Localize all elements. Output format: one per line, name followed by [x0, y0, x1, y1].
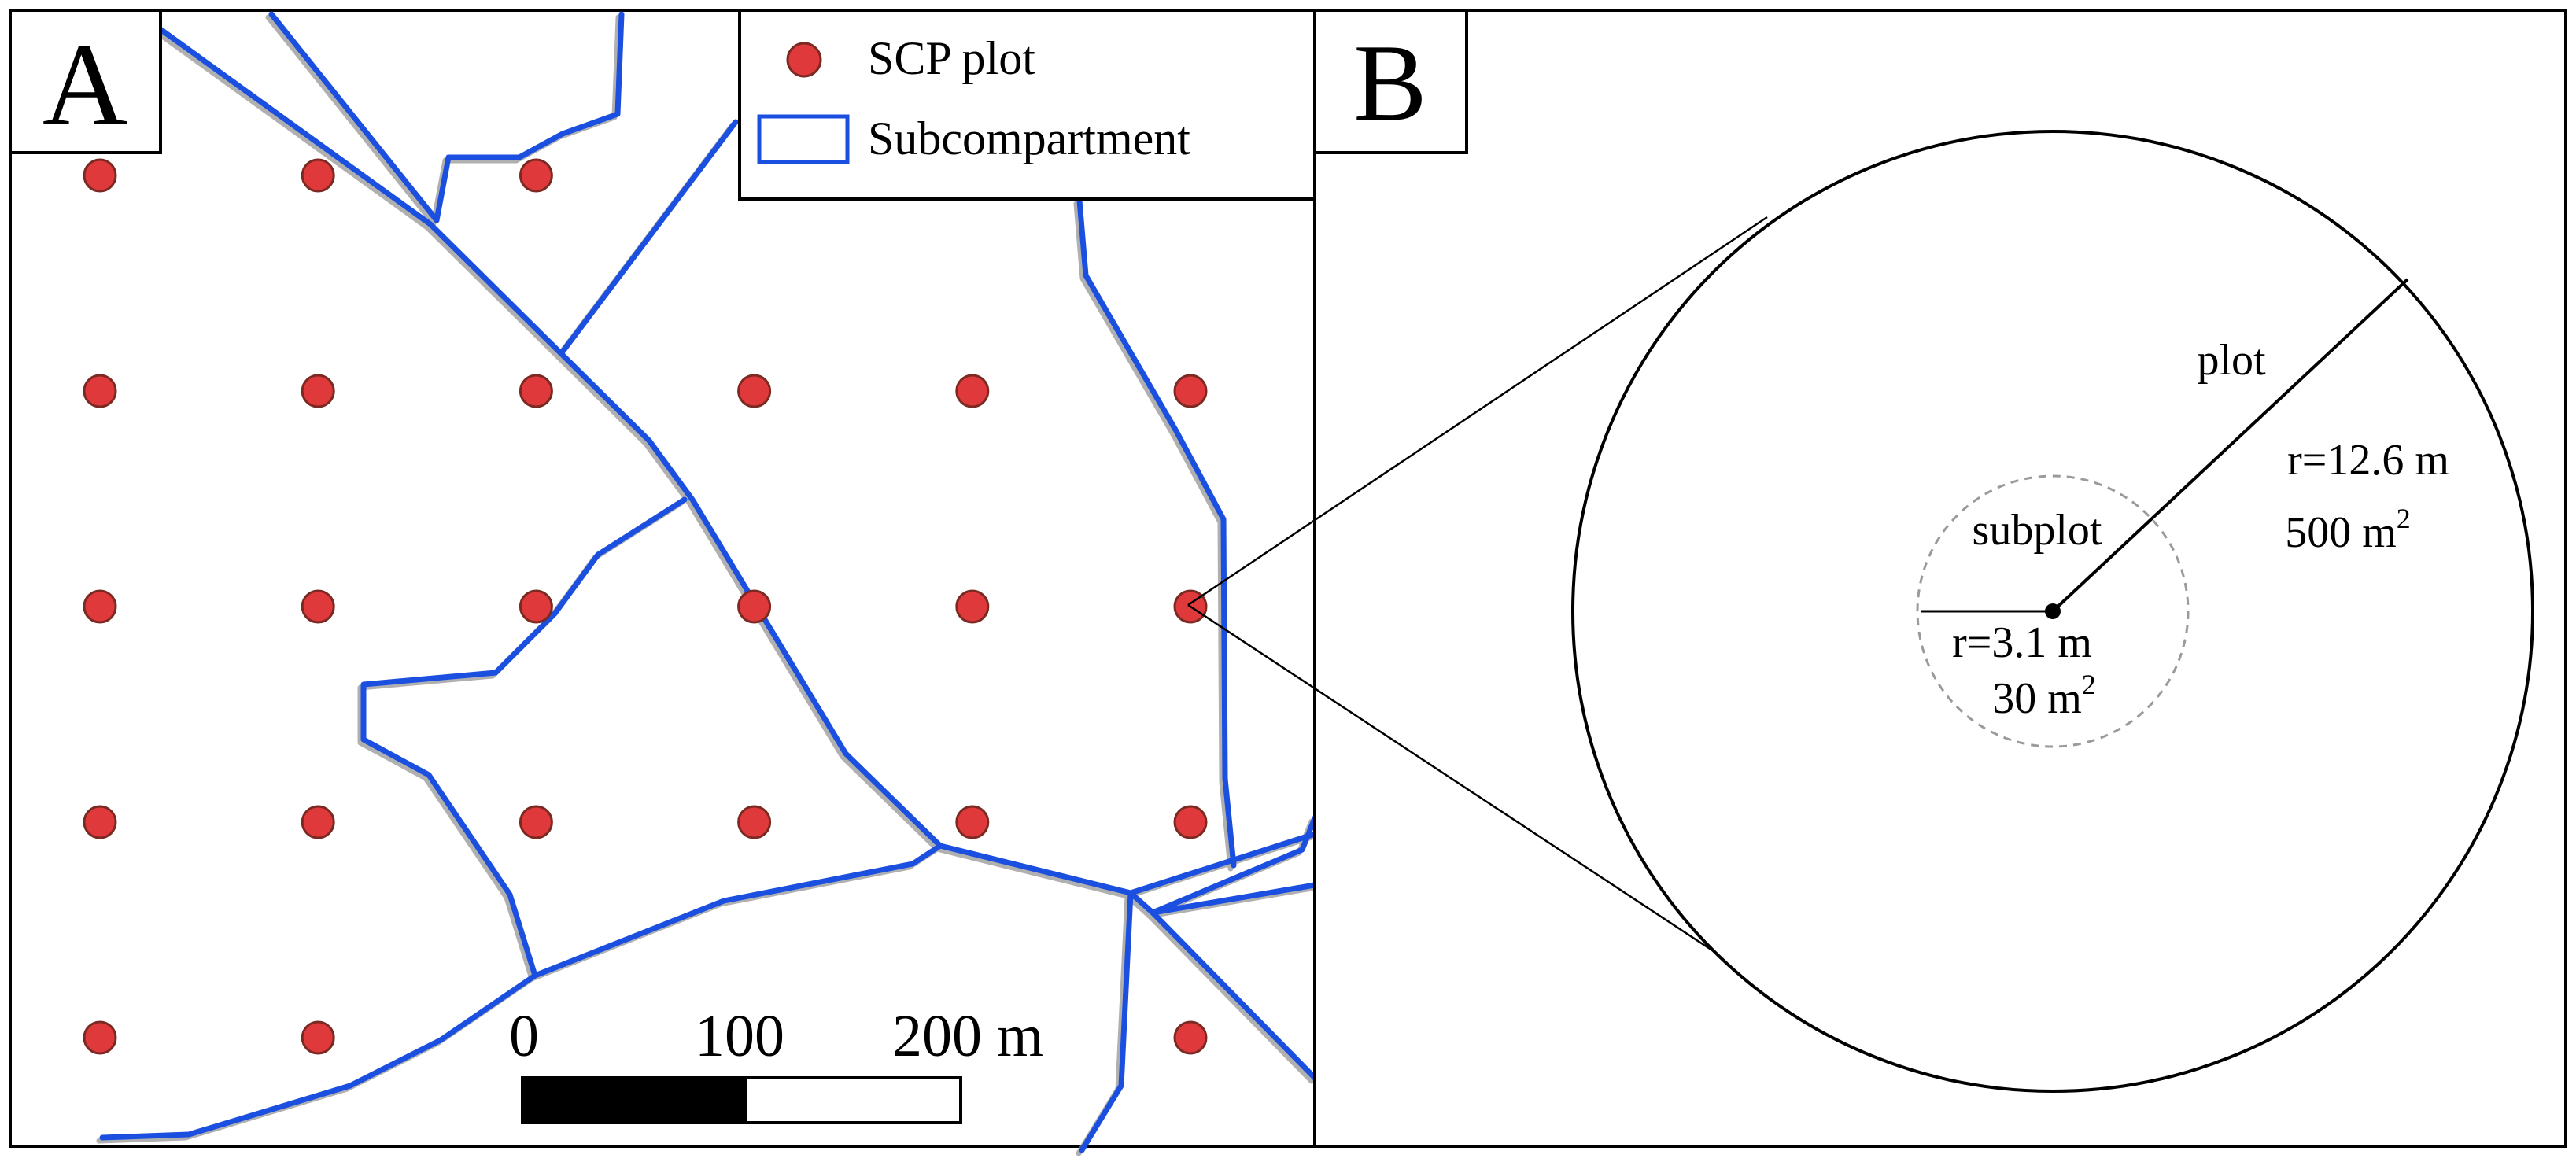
subcompartment-boundary [1076, 197, 1237, 869]
subcompartment-boundary [99, 843, 943, 1141]
scp-plot-marker [301, 589, 335, 624]
panel-a-label: A [42, 20, 127, 150]
scp-plot-marker [83, 158, 117, 193]
subcompartment-boundary [1079, 890, 1134, 1153]
legend-subcompartment-swatch [757, 114, 850, 164]
subcompartment-boundary [559, 119, 739, 355]
plot-radius-line [2051, 278, 2409, 613]
panel-b-label-frame [1313, 9, 1468, 154]
subcompartment-boundary [1150, 882, 1318, 916]
scp-plot-marker [83, 374, 117, 408]
subcompartment-boundaries [96, 11, 1318, 1156]
scp-plot-grid [83, 158, 1208, 1055]
zoom-line-upper [1187, 216, 1768, 607]
plot-name-label: plot [2197, 336, 2266, 385]
scp-plot-marker [301, 805, 335, 839]
scale-bar-white-segment [744, 1076, 962, 1124]
scp-plot-marker [301, 158, 335, 193]
scp-plot-marker [737, 374, 772, 408]
scp-plot-marker [1173, 805, 1208, 839]
legend-subcompartment-label: Subcompartment [868, 113, 1190, 164]
subcompartment-boundary-shadow [1073, 201, 1234, 872]
scp-plot-marker [83, 805, 117, 839]
subplot-name-label: subplot [1973, 506, 2102, 555]
scale-bar-black-segment [521, 1076, 747, 1124]
scale-tick-200: 200 m [892, 1003, 1043, 1069]
scp-plot-marker [519, 589, 553, 624]
scp-plot-marker [955, 589, 990, 624]
subplot-radius-label: r=3.1 m [1952, 618, 2092, 667]
scp-plot-marker [1173, 1020, 1208, 1055]
subplot-circle [1916, 474, 2190, 748]
scale-tick-0: 0 [509, 1003, 539, 1069]
scp-plot-marker [737, 805, 772, 839]
subcompartment-boundary [158, 27, 1318, 896]
subcompartment-boundary-shadow [155, 30, 1315, 899]
scp-plot-marker [955, 374, 990, 408]
subcompartment-boundary [1150, 815, 1318, 916]
scale-bar: 0 100 200 m [509, 1003, 1043, 1124]
legend-plot-marker [786, 42, 822, 78]
legend-plot-label: SCP plot [868, 32, 1035, 84]
scp-plot-marker [83, 589, 117, 624]
scp-plot-marker [301, 374, 335, 408]
subcompartment-boundary [434, 11, 625, 223]
subcompartment-boundary [268, 11, 440, 223]
scp-plot-marker [83, 1020, 117, 1055]
panel-a: 0 100 200 m SCP plot Subcompartment A [9, 9, 1318, 1156]
scp-plot-marker [1173, 374, 1208, 408]
legend: SCP plot Subcompartment [738, 9, 1316, 201]
subcompartment-boundary [360, 496, 688, 979]
panel-a-label-frame [9, 9, 162, 154]
subplot-area-label: 30 m2 [1992, 669, 2096, 723]
scale-tick-100: 100 [695, 1003, 784, 1069]
scp-plot-marker [519, 805, 553, 839]
panel-a-label-box: A [9, 9, 162, 154]
scp-plot-marker [519, 374, 553, 408]
zoom-line-lower [1187, 603, 1768, 988]
plot-center-point [2045, 603, 2061, 619]
scp-plot-marker [955, 805, 990, 839]
panel-b-label-box: B [1313, 9, 1468, 154]
scp-plot-marker [737, 589, 772, 624]
panel-b: plot r=12.6 m 500 m2 subplot r=3.1 m 30 … [1187, 9, 2567, 1148]
panel-b-label: B [1353, 22, 1426, 144]
subcompartment-boundary-shadow [265, 14, 437, 227]
plot-radius-label: r=12.6 m [2287, 436, 2449, 485]
scp-plot-marker [519, 158, 553, 193]
scp-plot-marker [301, 1020, 335, 1055]
plot-area-label: 500 m2 [2285, 503, 2411, 557]
